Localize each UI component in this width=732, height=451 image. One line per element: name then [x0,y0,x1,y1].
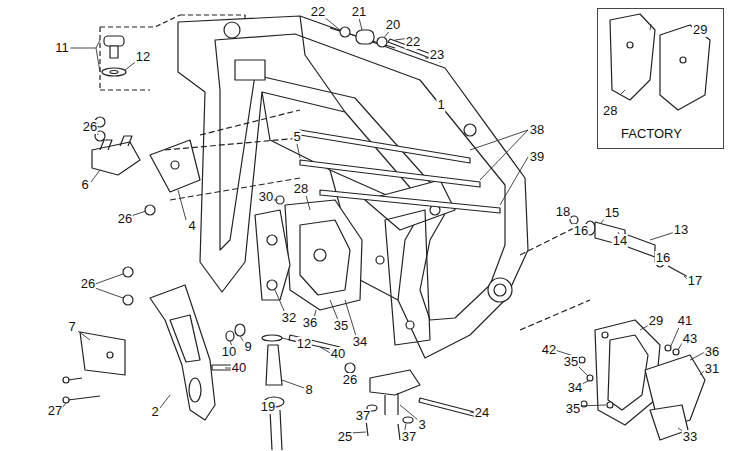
callout-number: 34 [352,335,368,349]
callout-number: 37 [401,430,417,444]
callout-number: 12 [296,337,312,351]
callout-number: 27 [47,404,63,418]
callout-number: 3 [417,418,426,432]
callout-number: 21 [351,5,367,19]
callout-number: 12 [135,50,151,64]
callout-number: 16 [655,251,671,265]
callout-number: 33 [682,430,698,444]
callout-number: 26 [80,277,96,291]
callout-number: 23 [429,48,445,62]
callout-number: 25 [337,430,353,444]
callout-number: 26 [342,373,358,387]
callout-number: 36 [302,316,318,330]
callout-number: 30 [258,190,274,204]
callout-number: 40 [330,347,346,361]
callout-number: 26 [82,120,98,134]
inset-box: 29 28FACTORY [597,8,724,149]
callout-number: 13 [673,223,689,237]
callout-number: 5 [292,130,301,144]
callout-number: 29 [692,23,708,37]
callout-number: 17 [687,274,703,288]
callout-number: 22 [405,35,421,49]
callout-number: 10 [221,345,237,359]
callout-number: 36 [704,345,720,359]
callout-number: 7 [67,320,76,334]
callout-number: 9 [243,340,252,354]
callout-number: 22 [310,5,326,19]
callout-number: 39 [529,150,545,164]
callout-number: 34 [567,381,583,395]
callout-number: 29 [648,314,664,328]
callout-number: 4 [187,219,196,233]
callout-number: 8 [304,383,313,397]
callout-number: 42 [541,343,557,357]
callout-number: 31 [704,362,720,376]
callout-number: 35 [565,402,581,416]
callout-number: 16 [573,224,589,238]
callout-number: 35 [563,355,579,369]
callout-number: 11 [54,41,70,55]
callout-number: 28 [602,104,618,118]
callout-number: 41 [677,314,693,328]
callout-number: 24 [474,406,490,420]
inset-title: FACTORY [620,127,683,141]
callout-number: 20 [385,18,401,32]
callout-number: 40 [231,361,247,375]
callout-number: 14 [612,234,628,248]
callout-number: 6 [80,178,89,192]
callout-number: 28 [293,182,309,196]
callout-number: 1 [436,98,445,112]
callout-number: 37 [355,409,371,423]
callout-number: 32 [281,311,297,325]
callout-number: 38 [529,123,545,137]
callout-number: 2 [150,405,159,419]
callout-number: 18 [555,205,571,219]
callout-number: 43 [682,332,698,346]
callout-number: 26 [117,212,133,226]
callout-number: 35 [333,319,349,333]
callout-number: 19 [260,400,276,414]
callout-number: 15 [604,206,620,220]
